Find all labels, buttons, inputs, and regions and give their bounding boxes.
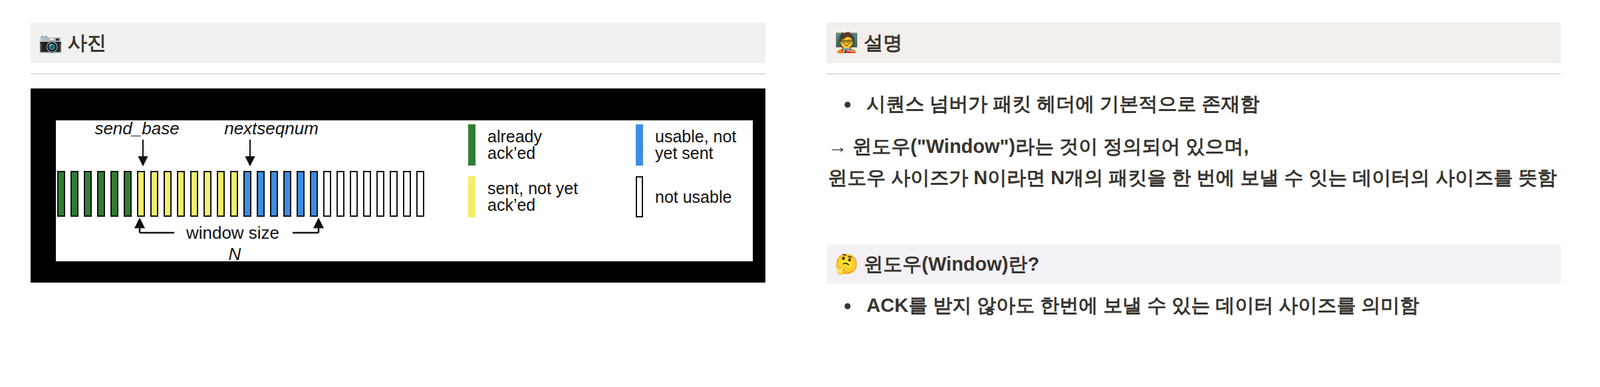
packet: [337, 171, 344, 217]
body-text: → 윈도우("Window")라는 것이 정의되어 있으며,: [827, 133, 1249, 161]
packet: [403, 171, 411, 217]
packet: [204, 171, 211, 217]
packet: [270, 171, 278, 217]
packet: [257, 171, 265, 217]
pointer-arrows: [138, 139, 255, 165]
divider: [826, 73, 1561, 75]
packet: [283, 171, 291, 217]
legend-text: already ack’ed: [487, 128, 574, 162]
packet: [177, 171, 185, 217]
legend-swatch: [468, 176, 476, 218]
legend-text: not usable: [655, 188, 755, 206]
packet: [71, 171, 78, 217]
header-text: 🤔 윈도우(Window)란?: [834, 251, 1040, 278]
bullet-text: ACK를 받지 않아도 한번에 보낼 수 있는 데이터 사이즈를 의미함: [866, 292, 1420, 320]
bullet-text: 시퀀스 넘버가 패킷 헤더에 기본적으로 존재함: [866, 91, 1260, 118]
packet: [111, 171, 118, 217]
divider: [30, 73, 766, 75]
header-text: 🧑‍🏫 설명: [834, 29, 903, 57]
bullet-dot: [844, 101, 851, 108]
body-text: 윈도우 사이즈가 N이라면 N개의 패킷을 한 번에 보낼 수 잇는 데이터의 …: [827, 164, 1557, 192]
section-header: 🤔 윈도우(Window)란?: [826, 244, 1561, 284]
bullet-dot: [844, 303, 851, 310]
packet: [84, 171, 92, 217]
packet: [297, 171, 304, 217]
pointer-label: nextseqnum: [224, 118, 319, 139]
packet: [124, 171, 132, 217]
legend-swatch: [468, 124, 476, 166]
packet: [244, 171, 251, 217]
packet: [230, 171, 238, 217]
section-header: 🧑‍🏫 설명: [826, 22, 1561, 64]
packet: [390, 171, 398, 217]
legend-item: already ack’ed: [468, 124, 574, 166]
legend-item: usable, not yet sent: [635, 124, 755, 166]
packet: [137, 171, 145, 217]
packet: [190, 171, 198, 217]
packet-row: [57, 171, 424, 217]
packet: [57, 171, 65, 217]
packet: [377, 171, 384, 217]
packet: [97, 171, 105, 217]
legend-text: sent, not yet ack’ed: [487, 180, 581, 214]
packet: [217, 171, 225, 217]
legend-item: sent, not yet ack’ed: [468, 176, 581, 218]
window-label: window size: [183, 222, 282, 244]
photo-ground: [55, 120, 753, 262]
legend-text: usable, not yet sent: [655, 128, 755, 162]
packet: [150, 171, 158, 217]
packet: [164, 171, 171, 217]
packet: [310, 171, 318, 217]
packet: [323, 171, 331, 217]
window-size-symbol: N: [228, 244, 242, 265]
legend-item: not usable: [635, 176, 755, 218]
header-text: 📷 사진: [38, 29, 107, 57]
packet: [416, 171, 424, 217]
photo-frame: [30, 88, 766, 283]
pointer-label: send_base: [94, 118, 179, 139]
legend-swatch: [635, 176, 644, 218]
packet: [350, 171, 358, 217]
legend-swatch: [635, 124, 644, 166]
packet: [363, 171, 371, 217]
section-header: 📷 사진: [30, 22, 766, 64]
